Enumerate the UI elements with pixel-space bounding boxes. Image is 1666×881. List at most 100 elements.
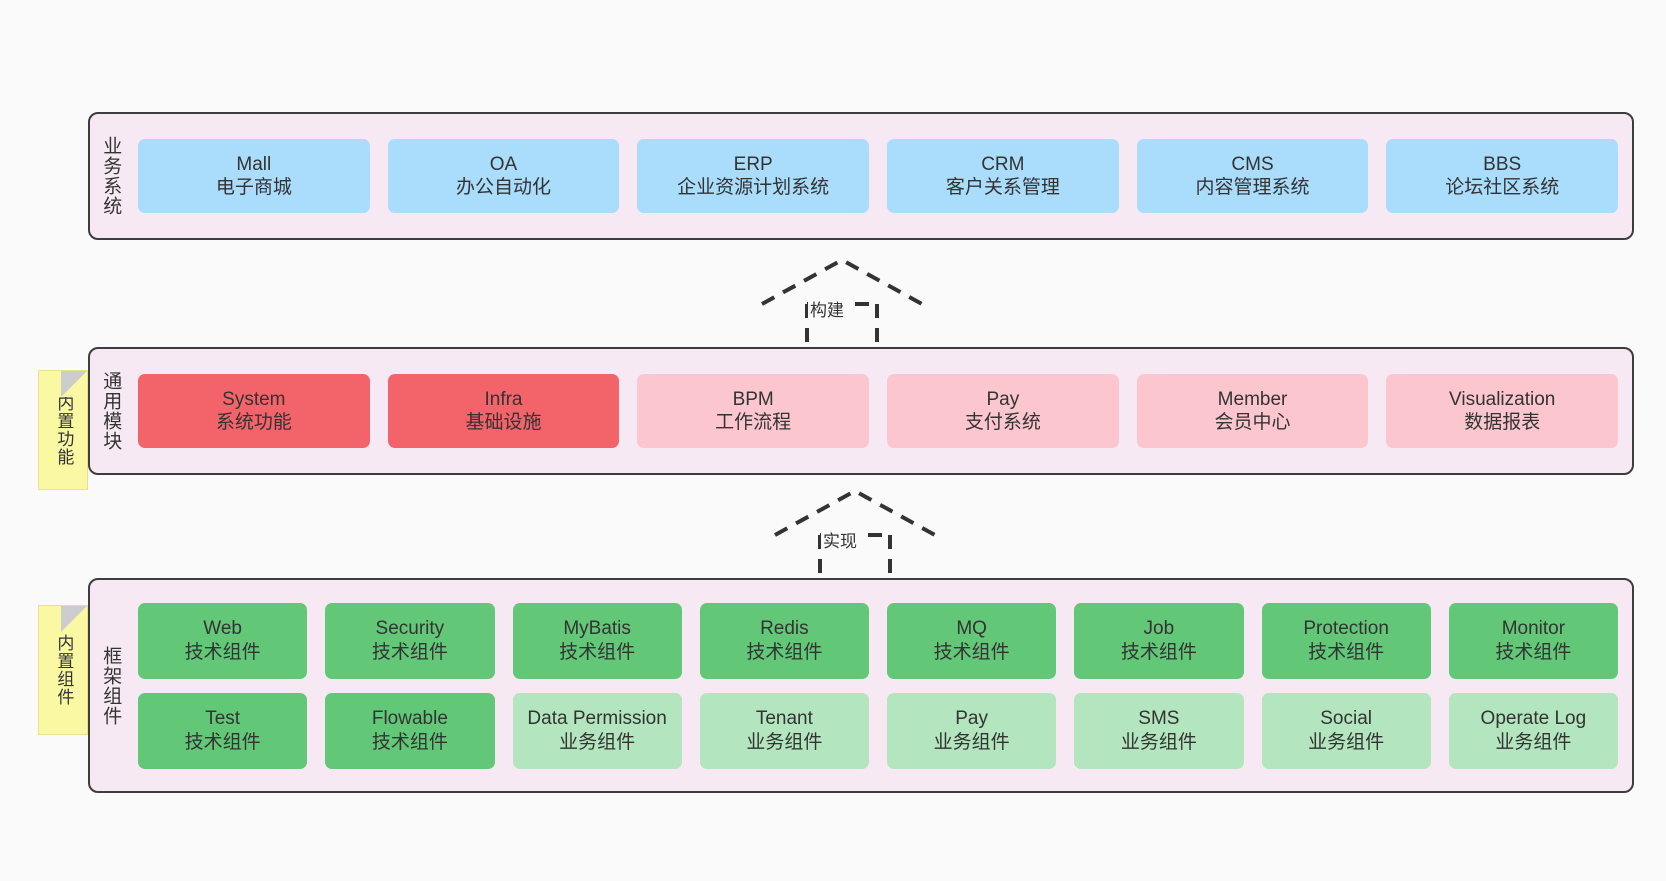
- layer-body-framework-components: Web 技术组件 Security 技术组件 MyBatis 技术组件 Redi…: [130, 580, 1632, 791]
- note-text: 内置组件: [54, 634, 74, 706]
- node-cms[interactable]: CMS 内容管理系统: [1136, 139, 1369, 213]
- node-title: Flowable: [371, 708, 448, 730]
- node-title: Tenant: [755, 708, 813, 730]
- node-title: Job: [1143, 618, 1175, 640]
- node-infra[interactable]: Infra 基础设施: [387, 374, 620, 448]
- node-title: OA: [489, 153, 518, 175]
- node-data-permission[interactable]: Data Permission 业务组件: [512, 692, 682, 769]
- node-system[interactable]: System 系统功能: [138, 374, 370, 448]
- node-title: CRM: [981, 153, 1025, 175]
- node-social[interactable]: Social 业务组件: [1261, 692, 1431, 769]
- node-test[interactable]: Test 技术组件: [138, 692, 308, 769]
- node-visualization[interactable]: Visualization 数据报表: [1386, 374, 1619, 448]
- relation-implement: 实现: [765, 487, 945, 583]
- node-subtitle: 系统功能: [215, 412, 292, 433]
- node-title: BBS: [1483, 153, 1522, 175]
- node-title: Web: [203, 618, 242, 640]
- cell-row: Mall 电子商城 OA 办公自动化 ERP 企业资源计划系统 CRM 客户关系…: [138, 139, 1619, 213]
- node-subtitle: 技术组件: [1308, 641, 1385, 663]
- node-subtitle: 支付系统: [964, 412, 1041, 433]
- node-subtitle: 技术组件: [559, 641, 636, 663]
- generalization-arrowhead-icon: [761, 257, 923, 306]
- layer-common-modules: 通用模块 System 系统功能 Infra 基础设施 BPM 工作流程 Pay…: [88, 347, 1634, 475]
- node-mybatis[interactable]: MyBatis 技术组件: [512, 602, 682, 679]
- layer-business-systems: 业务系统 Mall 电子商城 OA 办公自动化 ERP 企业资源计划系统 CRM…: [88, 112, 1634, 240]
- node-subtitle: 业务组件: [1120, 731, 1197, 753]
- node-title: Mall: [236, 153, 272, 175]
- node-tenant[interactable]: Tenant 业务组件: [699, 692, 869, 769]
- node-subtitle: 电子商城: [215, 177, 292, 198]
- node-subtitle: 内容管理系统: [1195, 177, 1310, 198]
- node-title: SMS: [1138, 708, 1180, 730]
- node-subtitle: 工作流程: [715, 412, 792, 433]
- node-subtitle: 业务组件: [746, 731, 823, 753]
- node-protection[interactable]: Protection 技术组件: [1261, 602, 1431, 679]
- node-member[interactable]: Member 会员中心: [1136, 374, 1369, 448]
- node-operate-log[interactable]: Operate Log 业务组件: [1448, 692, 1618, 769]
- node-title: Protection: [1303, 618, 1389, 640]
- node-subtitle: 企业资源计划系统: [677, 177, 830, 198]
- node-sms[interactable]: SMS 业务组件: [1074, 692, 1244, 769]
- layer-title-common-modules: 通用模块: [100, 371, 122, 451]
- node-title: System: [222, 388, 286, 410]
- node-subtitle: 技术组件: [184, 731, 261, 753]
- node-mq[interactable]: MQ 技术组件: [887, 602, 1057, 679]
- node-pay-business[interactable]: Pay 业务组件: [887, 692, 1057, 769]
- node-subtitle: 办公自动化: [456, 177, 552, 198]
- node-subtitle: 技术组件: [371, 731, 448, 753]
- node-subtitle: 技术组件: [1495, 641, 1572, 663]
- relation-label: 实现: [821, 527, 859, 552]
- node-subtitle: 业务组件: [1495, 731, 1572, 753]
- node-subtitle: 会员中心: [1214, 412, 1291, 433]
- node-job[interactable]: Job 技术组件: [1074, 602, 1244, 679]
- cell-row: Test 技术组件 Flowable 技术组件 Data Permission …: [138, 692, 1618, 769]
- node-web[interactable]: Web 技术组件: [138, 602, 308, 679]
- note-fold-shadow-icon: [61, 371, 87, 397]
- node-title: MQ: [956, 618, 987, 640]
- node-flowable[interactable]: Flowable 技术组件: [325, 692, 495, 769]
- node-bpm[interactable]: BPM 工作流程: [637, 374, 870, 448]
- note-text: 内置功能: [54, 394, 74, 466]
- node-subtitle: 技术组件: [371, 641, 448, 663]
- generalization-arrowhead-icon: [774, 488, 936, 537]
- node-redis[interactable]: Redis 技术组件: [699, 602, 869, 679]
- cell-row: System 系统功能 Infra 基础设施 BPM 工作流程 Pay 支付系统…: [138, 374, 1619, 448]
- layer-body-business-systems: Mall 电子商城 OA 办公自动化 ERP 企业资源计划系统 CRM 客户关系…: [130, 114, 1632, 238]
- node-security[interactable]: Security 技术组件: [325, 602, 495, 679]
- node-title: ERP: [733, 153, 773, 175]
- node-bbs[interactable]: BBS 论坛社区系统: [1386, 139, 1619, 213]
- layer-title-business-systems: 业务系统: [100, 136, 122, 216]
- node-title: MyBatis: [563, 618, 631, 640]
- node-erp[interactable]: ERP 企业资源计划系统: [637, 139, 870, 213]
- node-subtitle: 业务组件: [1308, 731, 1385, 753]
- node-crm[interactable]: CRM 客户关系管理: [887, 139, 1119, 213]
- node-subtitle: 数据报表: [1464, 412, 1541, 433]
- layer-framework-components: 框架组件 Web 技术组件 Security 技术组件 MyBatis 技术组件…: [88, 578, 1634, 793]
- node-title: Pay: [955, 708, 988, 730]
- layer-title-framework-components: 框架组件: [100, 645, 122, 726]
- node-subtitle: 技术组件: [933, 641, 1010, 663]
- cell-row: Web 技术组件 Security 技术组件 MyBatis 技术组件 Redi…: [138, 602, 1618, 679]
- node-title: Member: [1217, 388, 1288, 410]
- node-pay[interactable]: Pay 支付系统: [887, 374, 1119, 448]
- note-built-in-features: 内置功能: [38, 370, 88, 490]
- node-title: Operate Log: [1480, 708, 1587, 730]
- node-title: BPM: [732, 388, 774, 410]
- node-subtitle: 技术组件: [746, 641, 823, 663]
- node-monitor[interactable]: Monitor 技术组件: [1448, 602, 1618, 679]
- node-subtitle: 业务组件: [933, 731, 1010, 753]
- relation-build: 构建: [752, 256, 932, 352]
- node-title: Infra: [484, 388, 523, 410]
- node-subtitle: 业务组件: [559, 731, 636, 753]
- node-title: Data Permission: [527, 708, 667, 730]
- node-subtitle: 技术组件: [184, 641, 261, 663]
- node-title: Monitor: [1501, 618, 1566, 640]
- node-title: Redis: [760, 618, 809, 640]
- node-mall[interactable]: Mall 电子商城: [138, 139, 370, 213]
- node-subtitle: 论坛社区系统: [1445, 177, 1560, 198]
- note-fold-shadow-icon: [61, 606, 87, 632]
- layer-body-common-modules: System 系统功能 Infra 基础设施 BPM 工作流程 Pay 支付系统…: [130, 349, 1632, 473]
- node-title: Pay: [986, 388, 1020, 410]
- node-title: Security: [375, 618, 445, 640]
- node-oa[interactable]: OA 办公自动化: [387, 139, 620, 213]
